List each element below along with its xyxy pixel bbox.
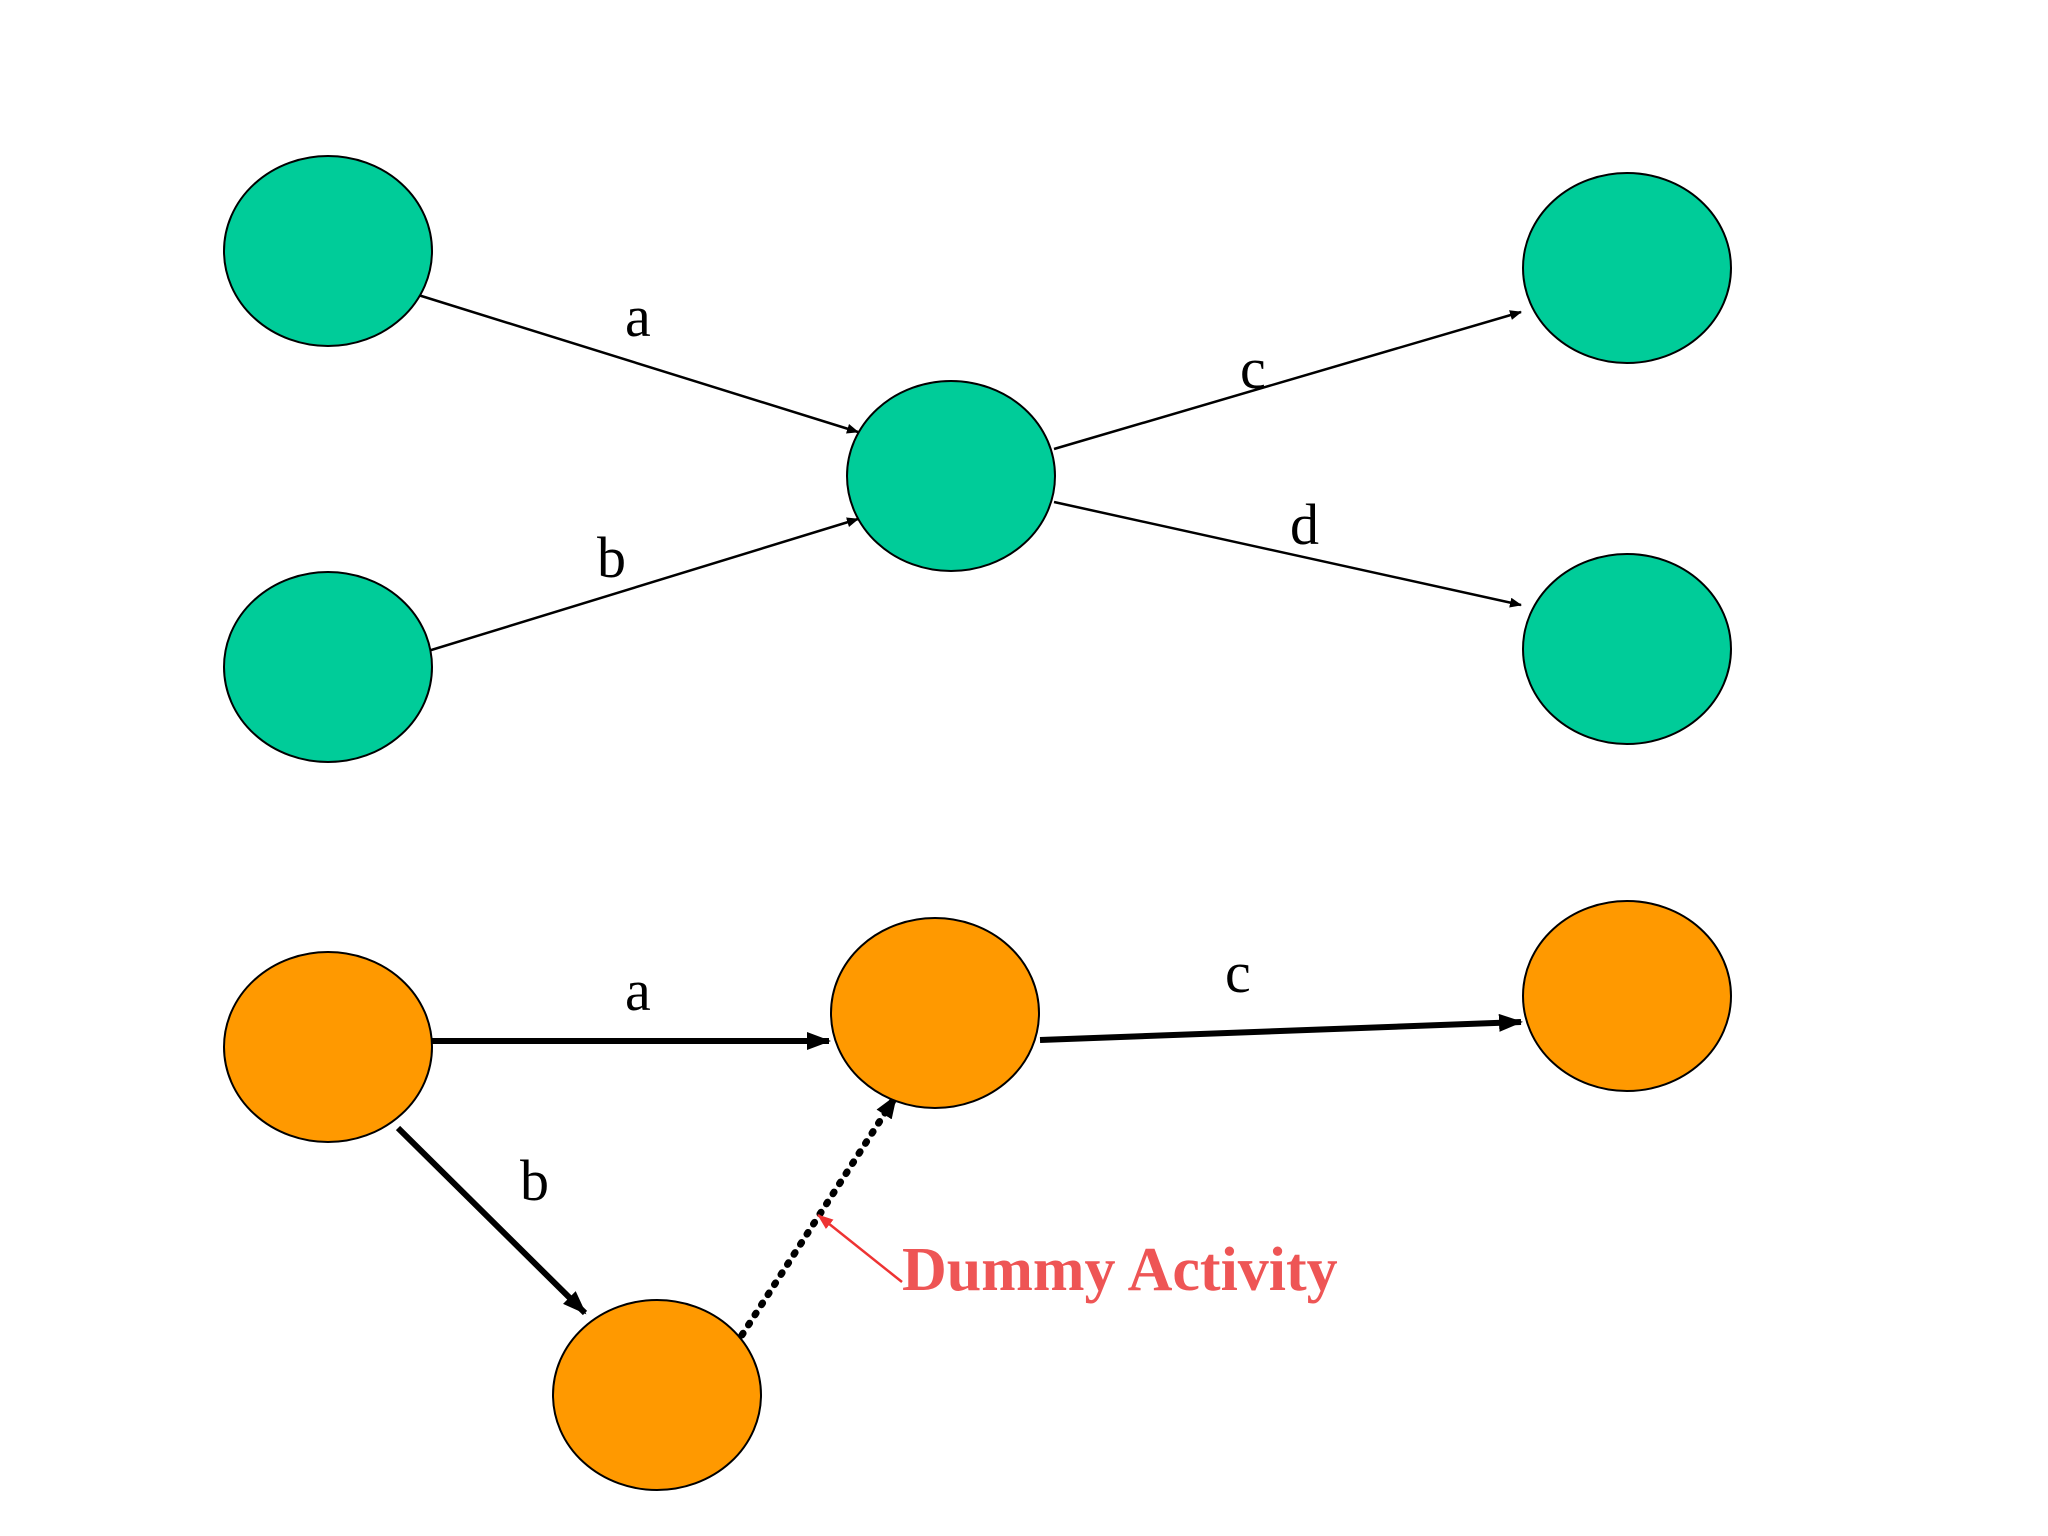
top-node-4	[1522, 172, 1732, 364]
dummy-activity-label: Dummy Activity	[902, 1236, 1338, 1304]
dummy-callout-pointer	[817, 1214, 903, 1283]
bottom-edge-label-c: c	[1225, 940, 1251, 1005]
bottom-node-4	[552, 1299, 762, 1491]
bottom-node-2	[830, 917, 1040, 1109]
top-node-5	[1522, 553, 1732, 745]
top-network: a b c d	[223, 155, 1732, 763]
top-edge-label-a: a	[625, 284, 651, 349]
bottom-edge-label-b: b	[520, 1148, 549, 1213]
top-edge-label-c: c	[1240, 336, 1266, 401]
top-node-1	[223, 155, 433, 347]
bottom-edge-c	[1039, 1013, 1523, 1043]
top-node-2	[223, 571, 433, 763]
bottom-edge-label-a: a	[625, 958, 651, 1023]
top-edge-c	[1053, 310, 1522, 451]
top-node-3	[846, 380, 1056, 572]
bottom-edge-b	[395, 1125, 588, 1316]
top-edge-label-b: b	[597, 525, 626, 590]
top-edge-b	[414, 517, 859, 657]
bottom-node-1	[223, 951, 433, 1143]
top-edge-label-d: d	[1290, 492, 1319, 557]
top-edge-d	[1053, 500, 1522, 608]
bottom-network: a b c Dummy Activity	[223, 900, 1732, 1491]
top-edge-a	[414, 292, 859, 434]
bottom-node-3	[1522, 900, 1732, 1092]
